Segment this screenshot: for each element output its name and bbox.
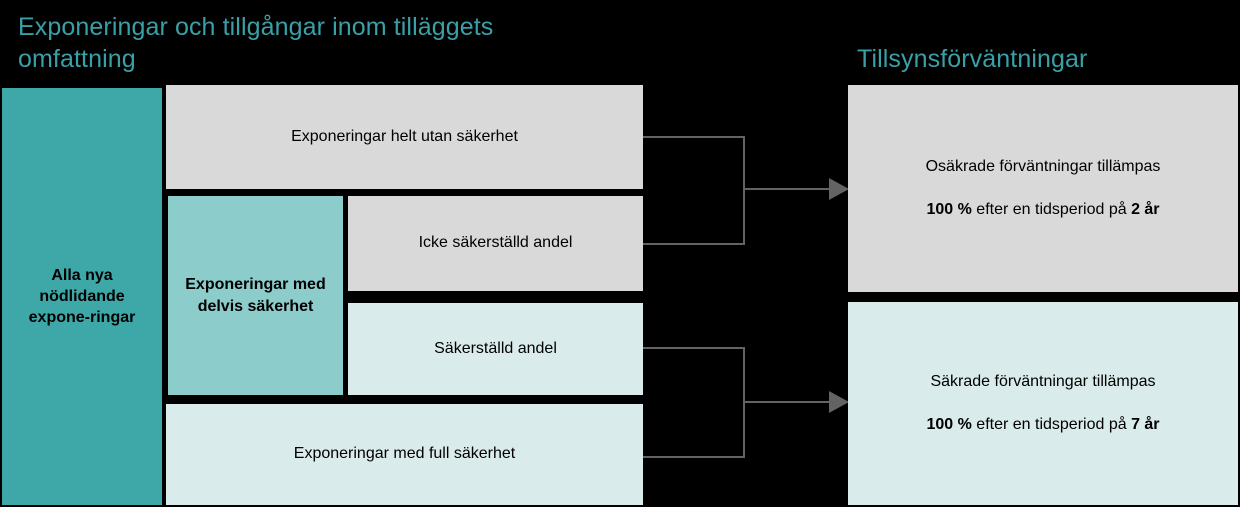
outcome-unsecured-line2: 100 % efter en tidsperiod på 2 år <box>858 200 1228 221</box>
connector-secured-branch-top <box>643 347 745 349</box>
connector-unsecured-shaft <box>743 188 831 190</box>
outcome-unsecured-years: 2 år <box>1131 200 1160 218</box>
connector-unsecured-spine <box>743 136 745 245</box>
box-all-new-npe-label: Alla nya nödlidande expone-ringar <box>28 266 136 327</box>
box-fully-secured-exposures-label: Exponeringar med full säkerhet <box>293 445 516 463</box>
box-unsecured-portion: Icke säkerställd andel <box>348 196 643 291</box>
box-partially-secured-exposures-label: Exponeringar med delvis säkerhet <box>185 276 326 315</box>
box-outcome-unsecured: Osäkrade förväntningar tillämpas 100 % e… <box>848 85 1238 292</box>
connector-secured-branch-bottom <box>643 456 745 458</box>
box-unsecured-portion-label: Icke säkerställd andel <box>418 234 573 252</box>
outcome-secured-middle: efter en tidsperiod på <box>971 415 1132 433</box>
outcome-unsecured-middle: efter en tidsperiod på <box>971 200 1132 218</box>
connector-secured-arrowhead <box>829 391 849 413</box>
outcome-secured-years: 7 år <box>1131 415 1160 433</box>
box-all-new-npe: Alla nya nödlidande expone-ringar <box>2 88 162 505</box>
connector-secured-shaft <box>743 401 831 403</box>
outcome-unsecured-line1: Osäkrade förväntningar tillämpas <box>925 157 1161 175</box>
connector-unsecured-arrowhead <box>829 178 849 200</box>
connector-unsecured-branch-top <box>643 136 745 138</box>
box-fully-unsecured-exposures: Exponeringar helt utan säkerhet <box>166 85 643 189</box>
box-secured-portion: Säkerställd andel <box>348 303 643 395</box>
box-secured-portion-label: Säkerställd andel <box>434 339 557 357</box>
box-outcome-secured: Säkrade förväntningar tillämpas 100 % ef… <box>848 302 1238 505</box>
outcome-secured-line2: 100 % efter en tidsperiod på 7 år <box>858 415 1228 436</box>
box-partially-secured-exposures: Exponeringar med delvis säkerhet <box>168 196 343 395</box>
connector-secured-spine <box>743 347 745 458</box>
page-title-left: Exponeringar och tillgångar inom tillägg… <box>18 13 494 73</box>
outcome-unsecured-percent: 100 % <box>926 200 972 218</box>
outcome-secured-percent: 100 % <box>926 415 972 433</box>
page-title-right: Tillsynsförväntningar <box>857 45 1088 73</box>
box-fully-secured-exposures: Exponeringar med full säkerhet <box>166 404 643 505</box>
outcome-secured-line1: Säkrade förväntningar tillämpas <box>930 372 1156 390</box>
connector-unsecured-branch-bottom <box>643 243 745 245</box>
box-fully-unsecured-exposures-label: Exponeringar helt utan säkerhet <box>291 127 518 145</box>
